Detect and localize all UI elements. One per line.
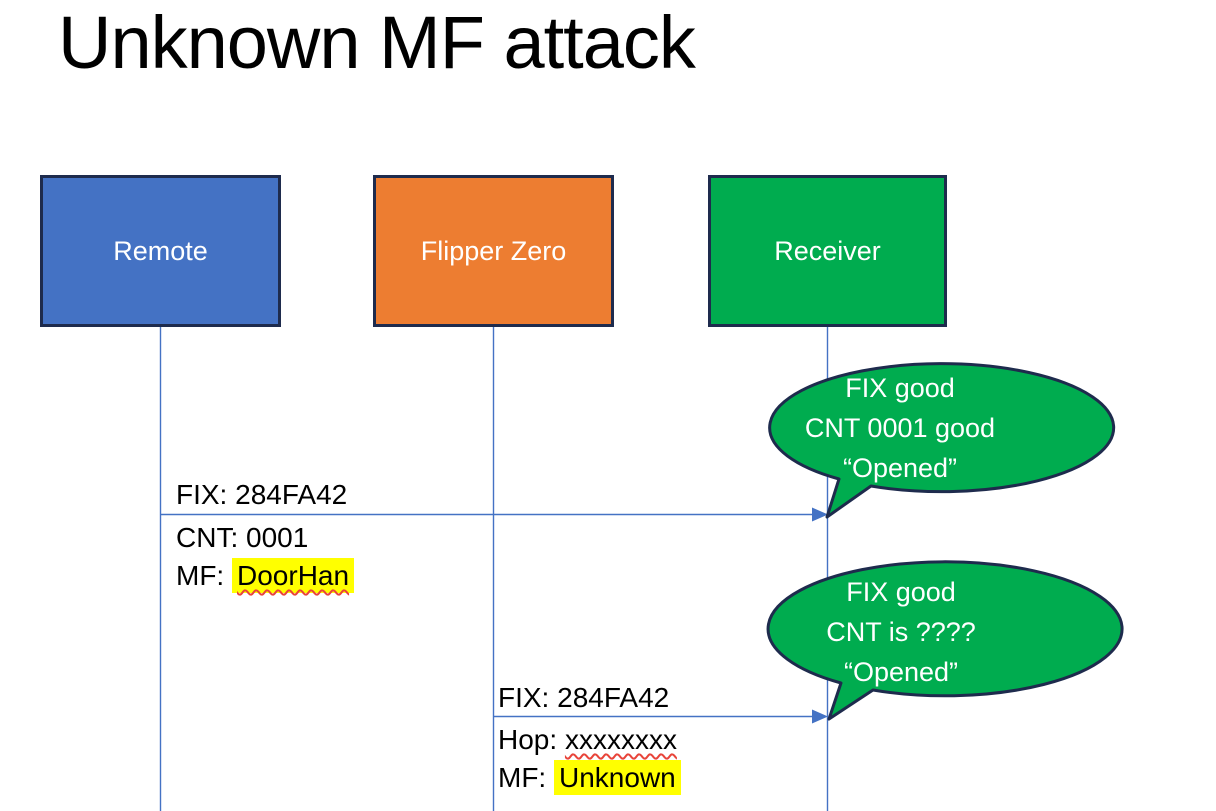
message1-mf-label: MF: DoorHan bbox=[176, 558, 355, 593]
message2-mf-value-highlighted: Unknown bbox=[554, 760, 681, 795]
actor-box-remote: Remote bbox=[40, 175, 281, 327]
callout-2-line-3: “Opened” bbox=[843, 657, 959, 687]
actor-label-receiver: Receiver bbox=[774, 235, 881, 266]
message2-hop-label: Hop: xxxxxxxx bbox=[498, 723, 677, 757]
callout-2-line-2: CNT is ???? bbox=[826, 617, 976, 647]
message1-cnt-label: CNT: 0001 bbox=[176, 521, 308, 555]
message2-hop-value: xxxxxxxx bbox=[564, 724, 677, 755]
message2-fix-label: FIX: 284FA42 bbox=[498, 682, 670, 713]
message-arrow-2-head-icon bbox=[812, 709, 828, 724]
message1-fix-label: FIX: 284FA42 bbox=[176, 479, 348, 510]
callout-2-text: FIX good CNT is ???? “Opened” bbox=[741, 572, 1061, 692]
message2-mf-prefix: MF: bbox=[498, 762, 554, 793]
message2-hop-prefix: Hop: bbox=[498, 724, 565, 755]
message1-mf-value-highlighted: DoorHan bbox=[232, 558, 355, 593]
message1-cnt-value: 0001 bbox=[246, 522, 309, 553]
callout-1-line-3: “Opened” bbox=[842, 453, 958, 483]
message-arrow-1-head-icon bbox=[812, 507, 828, 522]
callout-1-line-1: FIX good bbox=[845, 373, 955, 403]
message2-mf-label: MF: Unknown bbox=[498, 760, 681, 795]
actor-label-flipper-zero: Flipper Zero bbox=[420, 235, 567, 266]
message1-cnt-prefix: CNT: bbox=[176, 522, 246, 553]
speech-bubble-2 bbox=[766, 560, 1124, 721]
callout-1-text: FIX good CNT 0001 good “Opened” bbox=[740, 368, 1060, 488]
callout-1-line-2: CNT 0001 good bbox=[804, 413, 996, 443]
message1-mf-prefix: MF: bbox=[176, 560, 232, 591]
speech-bubble-1 bbox=[768, 362, 1116, 519]
actor-box-flipper-zero: Flipper Zero bbox=[373, 175, 614, 327]
actor-box-receiver: Receiver bbox=[708, 175, 947, 327]
actor-label-remote: Remote bbox=[113, 235, 208, 266]
callout-2-line-1: FIX good bbox=[846, 577, 956, 607]
page-title: Unknown MF attack bbox=[58, 1, 696, 84]
